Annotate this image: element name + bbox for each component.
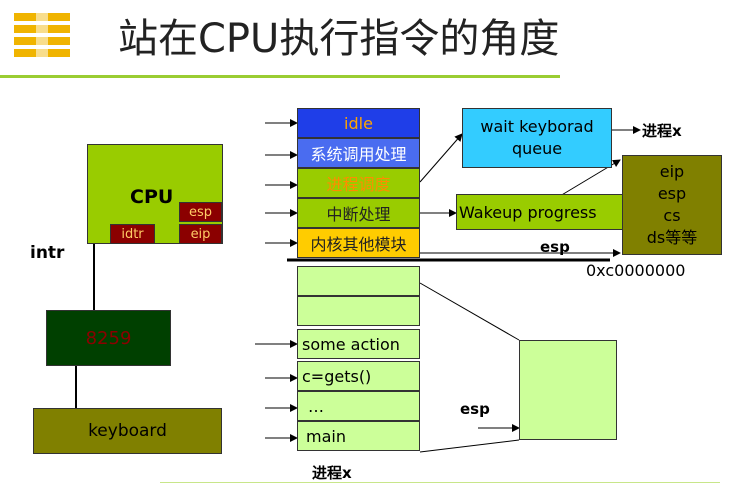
- user-stack-box: [519, 340, 617, 440]
- process-x-top-label: 进程x: [642, 122, 682, 140]
- saved-esp: esp: [657, 184, 687, 203]
- kernel-row-idle: idle: [297, 108, 420, 138]
- cpu-esp-register: esp: [179, 202, 222, 222]
- esp-label-kernel: esp: [540, 238, 570, 256]
- saved-eip: eip: [659, 162, 685, 181]
- user-row-gets: c=gets(): [297, 361, 420, 391]
- saved-ds: ds等等: [646, 228, 698, 247]
- kernel-row-interrupt: 中断处理: [297, 198, 420, 228]
- cpu-eip-register: eip: [179, 224, 222, 244]
- title-divider: [0, 75, 560, 78]
- user-row-main: main: [297, 421, 420, 451]
- cpu-block: [87, 144, 223, 244]
- boundary-address: 0xc0000000: [586, 261, 686, 280]
- kernel-row-other: 内核其他模块: [297, 228, 420, 258]
- kernel-row-syscall: 系统调用处理: [297, 138, 420, 168]
- user-row-some-action: some action: [297, 329, 420, 359]
- page-title: 站在CPU执行指令的角度: [118, 16, 560, 62]
- user-row-1: [297, 266, 420, 296]
- kernel-row-scheduler: 进程调度: [297, 168, 420, 198]
- intr-label: intr: [30, 243, 65, 263]
- keyboard-device: keyboard: [33, 408, 222, 454]
- cpu-label: CPU: [130, 186, 174, 208]
- user-row-2: [297, 296, 420, 326]
- wakeup-box: Wakeup progress: [456, 194, 628, 230]
- user-row-ellipsis: …: [297, 391, 420, 421]
- saved-registers-box: eip esp cs ds等等: [622, 155, 722, 255]
- esp-label-user: esp: [460, 400, 490, 418]
- wait-keyboard-queue: wait keyborad queue: [462, 108, 612, 168]
- pic-8259: 8259: [46, 310, 171, 366]
- logo-icon: [14, 13, 70, 59]
- cpu-idtr-register: idtr: [110, 224, 155, 244]
- process-x-bottom-label: 进程x: [312, 464, 352, 482]
- saved-cs: cs: [663, 206, 681, 225]
